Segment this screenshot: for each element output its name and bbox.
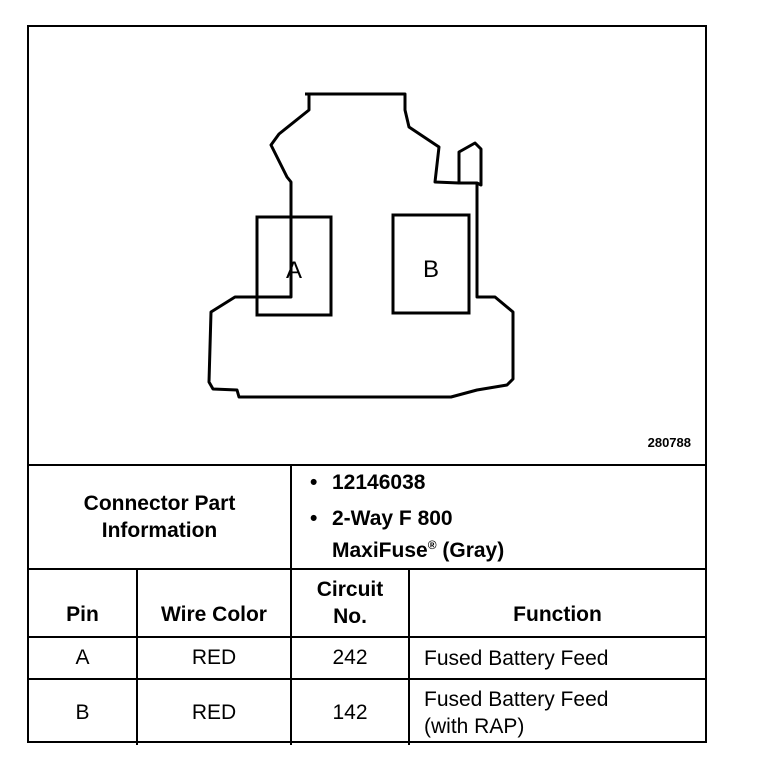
row-b-function-line1: Fused Battery Feed — [424, 687, 609, 711]
connector-description-line2: MaxiFuse® (Gray) — [332, 532, 705, 564]
connector-diagram-frame: A B 280788 Connector Part Information 12… — [27, 25, 707, 745]
row-b-function: Fused Battery Feed (with RAP) — [407, 678, 706, 745]
connector-face-drawing: A B — [207, 92, 515, 399]
row-a-function-line1: Fused Battery Feed — [424, 646, 609, 670]
pin-a-label: A — [286, 257, 302, 284]
header-circuit-line2: No. — [333, 605, 367, 628]
row-a-circuit: 242 — [290, 636, 410, 680]
part-number: 12146038 — [310, 470, 705, 496]
table-row: B RED 142 Fused Battery Feed (with RAP) — [29, 678, 706, 745]
connector-table: Connector Part Information 12146038 2-Wa… — [29, 464, 706, 745]
connector-info-row: Connector Part Information 12146038 2-Wa… — [29, 464, 706, 570]
pin-b-cavity — [391, 213, 471, 315]
header-circuit: Circuit No. — [290, 568, 410, 638]
connector-info-details: 12146038 2-Way F 800 MaxiFuse® (Gray) — [289, 464, 706, 570]
row-b-wire-color: RED — [136, 678, 292, 745]
row-b-pin: B — [29, 678, 138, 745]
row-b-function-line2: (with RAP) — [424, 714, 525, 738]
row-a-function: Fused Battery Feed — [407, 636, 706, 680]
pin-b-label: B — [423, 256, 439, 283]
header-pin: Pin — [29, 568, 138, 638]
connector-outline-top — [309, 92, 460, 185]
info-label-line1: Connector Part — [83, 492, 236, 515]
registered-mark: ® — [427, 538, 437, 552]
pin-a-cavity — [255, 215, 333, 317]
connector-description-line1: 2-Way F 800 — [310, 506, 705, 532]
color-text: (Gray) — [436, 539, 505, 562]
header-circuit-line1: Circuit — [316, 578, 384, 601]
header-function: Function — [407, 568, 706, 638]
row-a-pin: A — [29, 636, 138, 680]
maxifuse-text: MaxiFuse — [332, 539, 428, 562]
figure-id: 280788 — [647, 435, 691, 450]
row-a-wire-color: RED — [136, 636, 292, 680]
connector-info-label: Connector Part Information — [29, 464, 292, 570]
header-wire-color: Wire Color — [136, 568, 292, 638]
row-b-circuit: 142 — [290, 678, 410, 745]
table-header-row: Pin Wire Color Circuit No. Function — [29, 568, 706, 638]
info-label-line2: Information — [101, 519, 218, 542]
table-row: A RED 242 Fused Battery Feed — [29, 636, 706, 680]
connector-outline — [207, 92, 515, 399]
